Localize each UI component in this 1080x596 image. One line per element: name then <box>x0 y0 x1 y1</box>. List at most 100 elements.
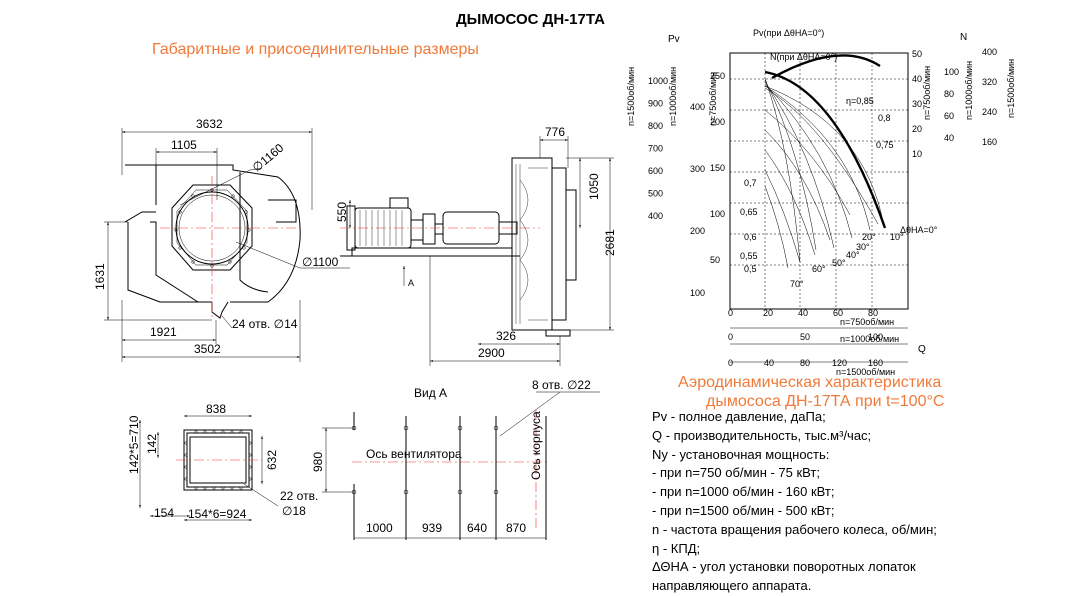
bottom-axis-1500: n=1500об/мин <box>836 367 895 377</box>
right-axis-1500: n=1500об/мин <box>1006 59 1016 118</box>
bottom-tick-label: 50 <box>800 332 810 342</box>
right-axis-1000: n=1000об/мин <box>964 61 974 120</box>
efficiency-label: 0,6 <box>744 232 757 242</box>
dim-d1100: ∅1100 <box>302 255 339 269</box>
left-tick-label: 100 <box>710 209 725 219</box>
dim-1631: 1631 <box>93 263 107 290</box>
bottom-tick-label: 60 <box>833 308 843 318</box>
axis-fan-label: Ось вентилятора <box>366 447 462 461</box>
dim-2681: 2681 <box>603 229 617 256</box>
angle-label: 30° <box>856 242 870 252</box>
left-tick-label: 100 <box>690 288 705 298</box>
bottom-tick-label: 40 <box>798 308 808 318</box>
dim-1050: 1050 <box>587 173 601 200</box>
chart-title-2: дымососа ДН-17ТА при t=100°С <box>706 393 944 410</box>
dim-d18: ∅18 <box>282 504 306 518</box>
bottom-tick-label: 0 <box>728 358 733 368</box>
left-tick-label: 250 <box>710 71 725 81</box>
bottom-tick-label: 0 <box>728 308 733 318</box>
angle-label: 70° <box>790 279 804 289</box>
pv-curve-label: Pv(при ΔθНА=0°) <box>753 28 824 38</box>
left-tick-label: 400 <box>690 102 705 112</box>
n-axis-label: N <box>960 32 967 43</box>
left-tick-label: 400 <box>648 211 663 221</box>
efficiency-label: 0,55 <box>740 251 758 261</box>
bottom-tick-label: 0 <box>728 332 733 342</box>
pv-curve <box>764 70 887 229</box>
left-tick-label: 800 <box>648 121 663 131</box>
dim-980: 980 <box>311 452 325 472</box>
legend: Pv - полное давление, даПа; Q - производ… <box>652 408 1072 596</box>
view-a: Вид А 8 отв. ∅22 Ось вентилятора Ось кор… <box>311 378 600 540</box>
left-tick-label: 1000 <box>648 76 668 86</box>
dim-1000: 1000 <box>366 521 393 535</box>
bottom-axis-750: n=750об/мин <box>840 317 894 327</box>
angle-label: 40° <box>846 250 860 260</box>
bottom-tick-label: 160 <box>868 358 883 368</box>
left-tick-label: 600 <box>648 166 663 176</box>
legend-line: направляющего аппарата. <box>652 578 812 594</box>
dims-subtitle: Габаритные и присоединительные размеры <box>152 41 479 58</box>
left-tick-label: 150 <box>710 163 725 173</box>
right-tick-label: 400 <box>982 47 997 57</box>
legend-line: - при n=1500 об/мин - 500 кВт; <box>652 502 835 518</box>
n-curve-label: N(при ΔθНА=0°) <box>770 52 837 62</box>
axis-body-label: Ось корпуса <box>529 411 543 480</box>
aero-chart: Pv N Q n=1500об/мин n=1000об/мин n=750об… <box>626 28 1016 377</box>
n-curve <box>771 54 881 80</box>
left-axis-1500: n=1500об/мин <box>626 67 636 126</box>
dim-142x5: 142*5=710 <box>127 415 141 474</box>
bottom-tick-label: 20 <box>763 308 773 318</box>
side-view: 776 550 1050 2681 326 2900 А <box>335 125 617 366</box>
left-axis-750: n=750об/мин <box>708 72 718 126</box>
right-tick-label: 40 <box>944 133 954 143</box>
efficiency-label: 0,8 <box>878 113 891 123</box>
left-tick-label: 200 <box>710 117 725 127</box>
legend-line: Ny - установочная мощность: <box>652 446 830 462</box>
bottom-tick-label: 80 <box>800 358 810 368</box>
left-axis-1000: n=1000об/мин <box>668 67 678 126</box>
bottom-tick-label: 80 <box>868 308 878 318</box>
legend-line: ΔΘНА - угол установки поворотных лопаток <box>652 559 916 575</box>
flange-view: 838 142*5=710 142 632 154 154*6=924 22 о… <box>127 402 318 521</box>
right-tick-label: 240 <box>982 107 997 117</box>
angle-label: 10° <box>890 232 904 242</box>
bottom-axis-1000: n=1000об/мин <box>840 334 899 344</box>
legend-line: - при n=1000 об/мин - 160 кВт; <box>652 484 835 500</box>
chart-title-1: Аэродинамическая характеристика <box>678 374 941 391</box>
dim-939: 939 <box>422 521 442 535</box>
left-tick-label: 50 <box>710 255 720 265</box>
left-tick-label: 500 <box>648 189 663 199</box>
right-tick-label: 320 <box>982 77 997 87</box>
dim-22-holes: 22 отв. <box>280 489 318 503</box>
dim-632: 632 <box>265 450 279 470</box>
dim-640: 640 <box>467 521 487 535</box>
right-tick-label: 100 <box>944 67 959 77</box>
right-tick-label: 160 <box>982 137 997 147</box>
legend-line: Pv - полное давление, даПа; <box>652 409 826 424</box>
view-a-title: Вид А <box>414 386 447 400</box>
right-tick-label: 30 <box>912 99 922 109</box>
right-tick-label: 50 <box>912 49 922 59</box>
dim-154: 154 <box>154 506 174 520</box>
view-a-holes: 8 отв. ∅22 <box>532 378 591 392</box>
dim-154x6: 154*6=924 <box>188 507 247 521</box>
front-view: 3632 1105 ∅1160 ∅1100 163 <box>93 117 350 362</box>
dim-3632: 3632 <box>196 117 223 131</box>
chart-frame <box>729 52 909 310</box>
efficiency-label: 0,7 <box>744 178 757 188</box>
legend-line: Q - производительность, тыс.м³/час; <box>652 427 872 443</box>
view-a-arrow-label: А <box>408 278 414 288</box>
angle-label: 60° <box>812 264 826 274</box>
q-axis-label: Q <box>918 344 926 355</box>
dim-holes-14: 24 отв. ∅14 <box>232 317 298 331</box>
legend-line: n - частота вращения рабочего колеса, об… <box>652 521 937 537</box>
dim-2900: 2900 <box>478 346 505 360</box>
right-axis-750: n=750об/мин <box>922 66 932 120</box>
right-tick-label: 10 <box>912 149 922 159</box>
right-tick-label: 40 <box>912 74 922 84</box>
angle-label: 20° <box>862 232 876 242</box>
dim-1105: 1105 <box>171 138 197 152</box>
left-tick-label: 900 <box>648 99 663 109</box>
